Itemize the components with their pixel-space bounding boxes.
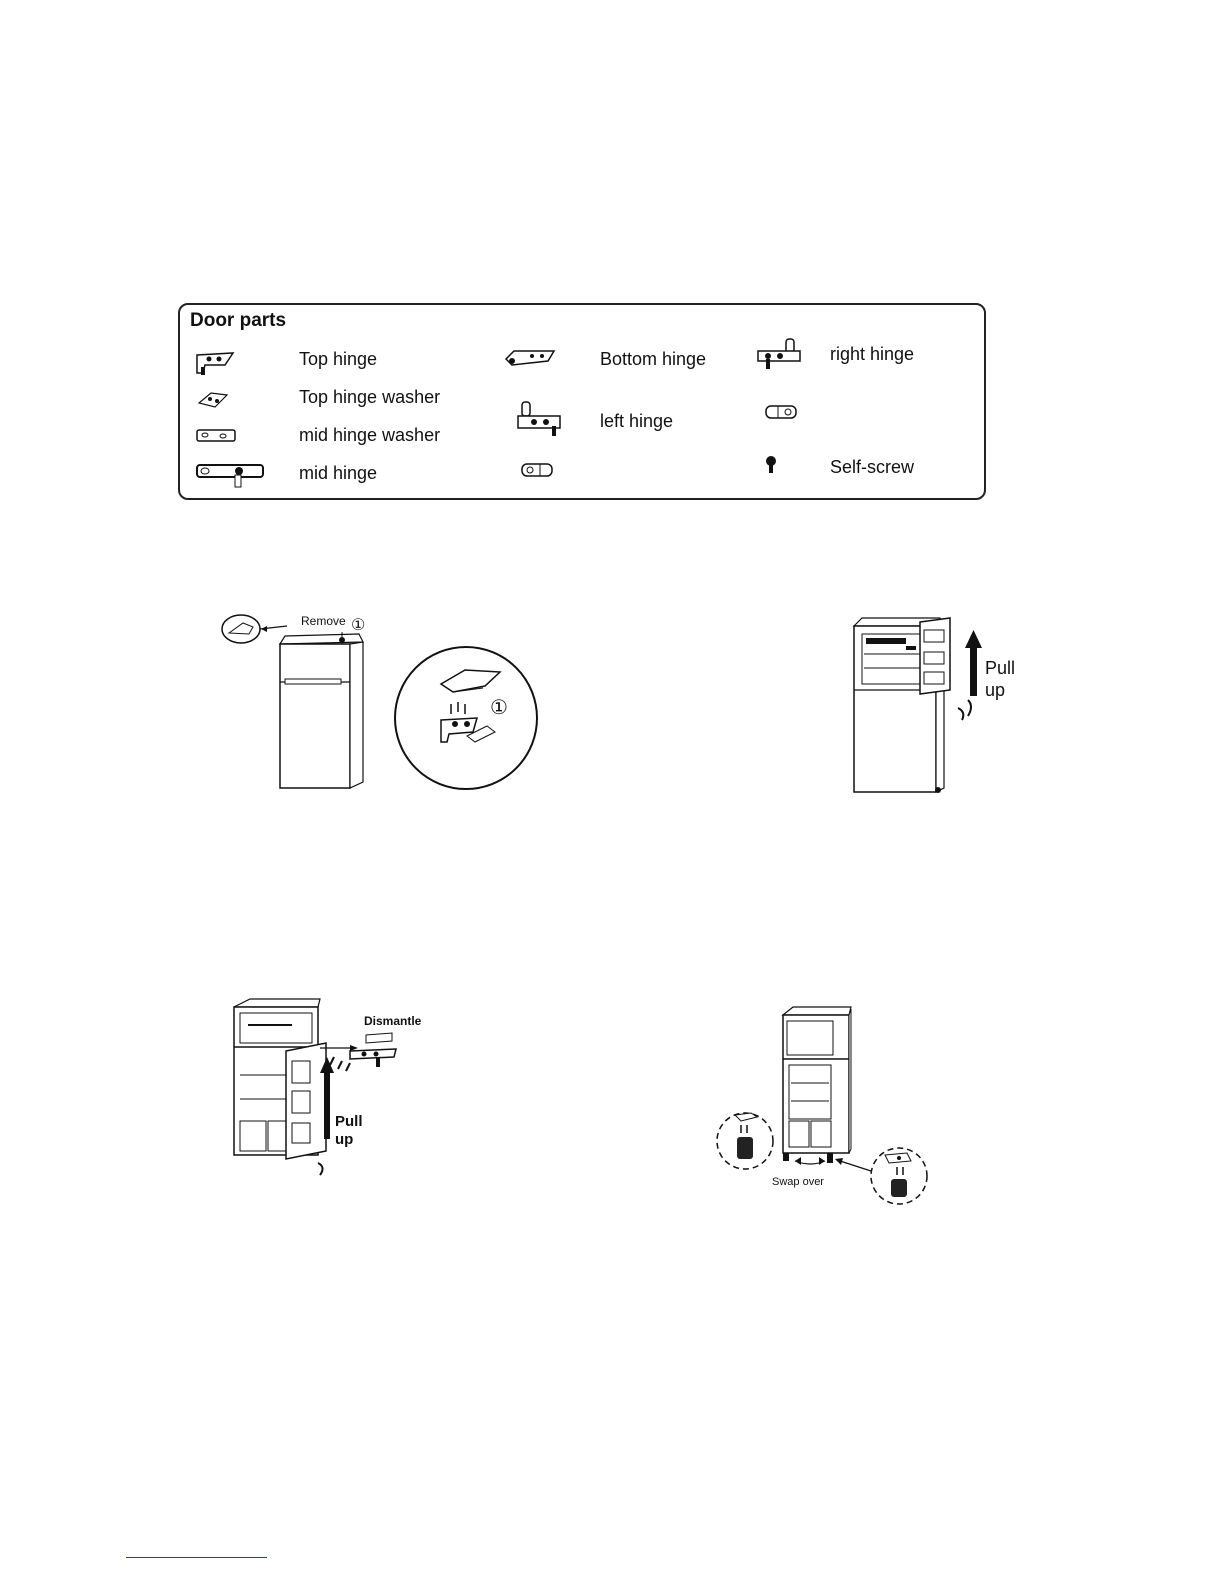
figure-pull-up-freezer-door: Pull up [850,612,1030,797]
swap-over-label: Swap over [772,1176,824,1188]
top-hinge-icon [195,349,237,382]
figure-dismantle-mid-hinge: Dismantle Pull up [230,995,430,1180]
figure-swap-bottom-hinge: Swap over [715,1003,935,1208]
part-label-top-hinge-washer: Top hinge washer [299,387,440,408]
right-hinge-icon [756,337,804,376]
small-bracket-icon [764,403,800,428]
door-parts-title: Door parts [190,310,286,332]
pull-label-line2: up [335,1131,353,1148]
mid-hinge-washer-icon [195,427,239,450]
small-bracket-icon [520,461,556,486]
part-label-right-hinge: right hinge [830,344,914,365]
dismantle-label: Dismantle [364,1014,421,1028]
remove-label: Remove [301,614,346,628]
part-label-left-hinge: left hinge [600,411,673,432]
part-label-self-screw: Self-screw [830,457,914,478]
pull-label-line2: up [985,680,1005,701]
part-label-bottom-hinge: Bottom hinge [600,349,706,370]
part-label-mid-hinge: mid hinge [299,463,377,484]
part-label-mid-hinge-washer: mid hinge washer [299,425,440,446]
door-parts-panel: Door parts Top hinge Top hinge washer mi… [178,303,986,500]
detail-step-marker: ① [490,695,508,720]
footer-divider [126,1557,267,1558]
pull-label-line1: Pull [985,658,1015,679]
step-marker: ① [351,615,365,635]
pull-label-line1: Pull [335,1113,363,1130]
part-label-top-hinge: Top hinge [299,349,377,370]
screw-icon [763,455,779,480]
top-hinge-washer-icon [195,389,231,416]
figure-remove-top-hinge-cover: Remove ① ① [215,612,545,797]
bottom-hinge-icon [504,347,558,376]
left-hinge-icon [516,400,566,445]
mid-hinge-icon [195,461,267,494]
